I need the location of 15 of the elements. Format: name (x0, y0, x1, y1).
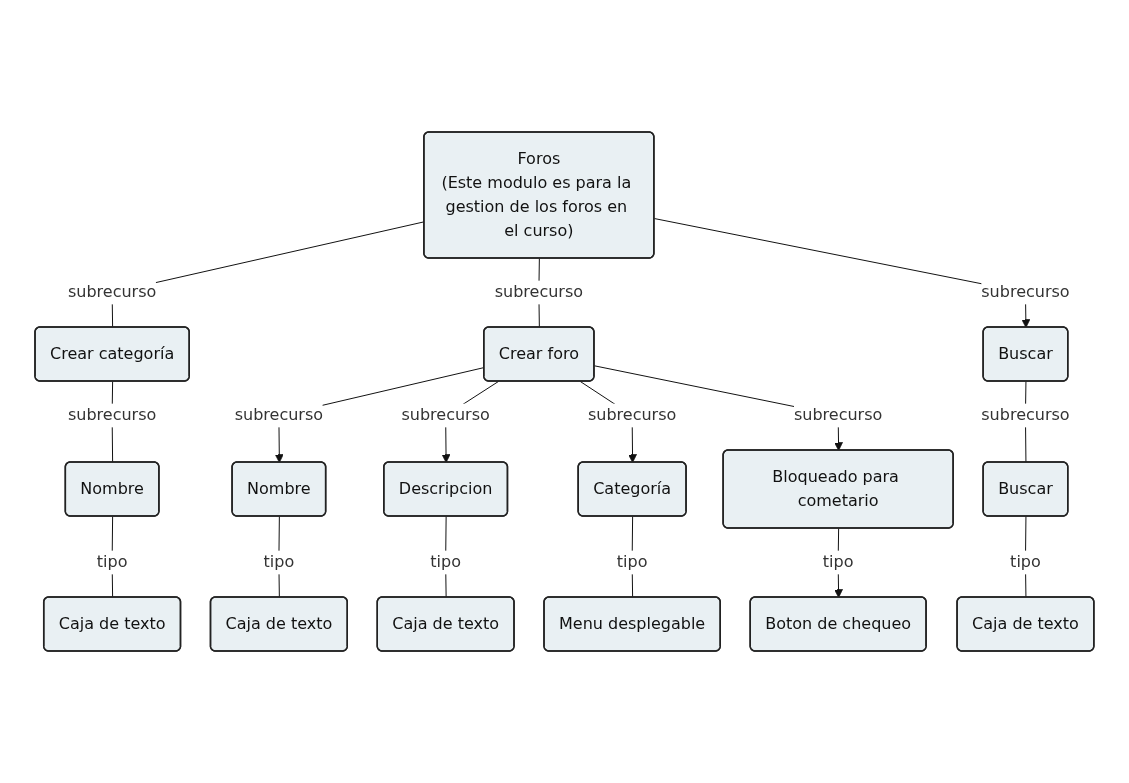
edge-label: subrecurso (234, 405, 324, 425)
edge-label: subrecurso (588, 405, 677, 425)
edge-label: subrecurso (494, 282, 584, 302)
edge-label: tipo (263, 552, 295, 572)
edge-label: subrecurso (981, 405, 1070, 425)
edge-label: subrecurso (68, 405, 157, 425)
edge-label: tipo (822, 552, 854, 572)
edge-label: subrecurso (794, 405, 883, 425)
edge-label: tipo (96, 552, 128, 572)
edge-label: tipo (1010, 552, 1041, 572)
edge-label: subrecurso (981, 282, 1070, 302)
edge-label: tipo (430, 552, 462, 572)
edge-label: subrecurso (68, 282, 157, 302)
edge-label: subrecurso (401, 405, 490, 425)
edge-label: tipo (616, 552, 648, 572)
